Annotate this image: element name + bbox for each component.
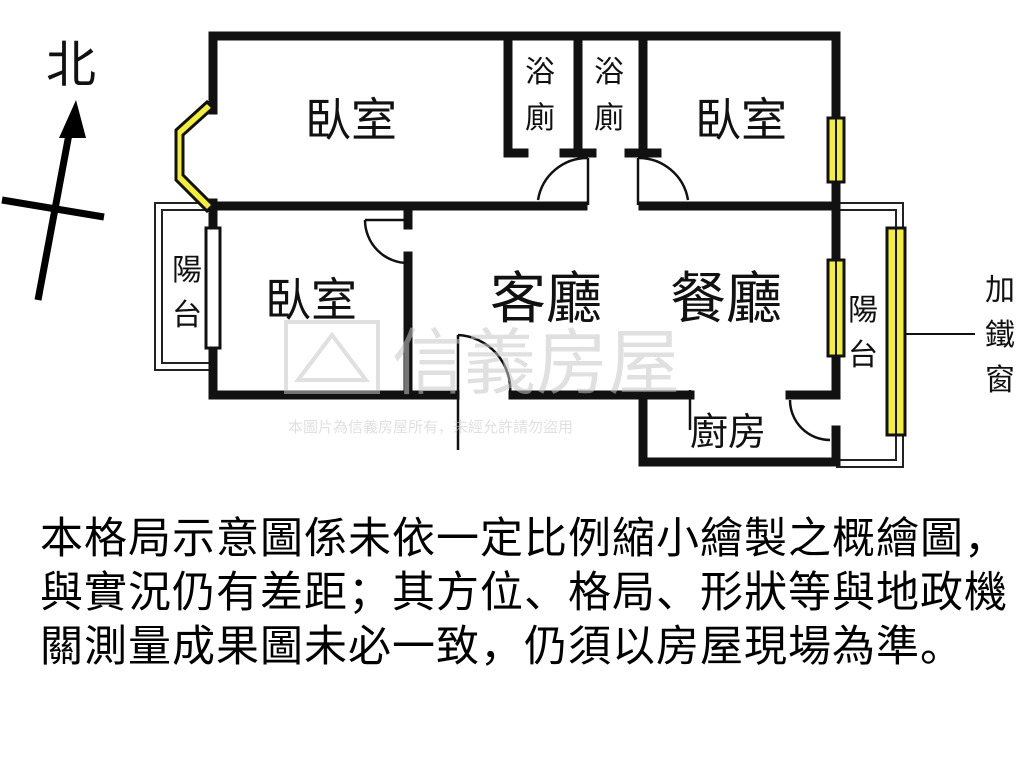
watermark-logo-icon <box>284 320 380 394</box>
iron-window-label: 加 鐵 窗 <box>985 273 1015 398</box>
room-label-balcony-right: 陽 台 <box>848 293 878 373</box>
watermark-brand: 信義房屋 <box>392 321 680 405</box>
watermark: 信義房屋 本圖片為信義房屋所有，未經允許請勿盜用 <box>284 320 680 436</box>
room-label-bath-2: 浴 廁 <box>594 55 624 136</box>
svg-text:浴: 浴 <box>525 55 555 90</box>
svg-text:廁: 廁 <box>594 101 624 136</box>
svg-text:加: 加 <box>985 273 1015 308</box>
bay-window-left <box>174 99 216 214</box>
doors <box>363 156 831 450</box>
window-lines <box>835 118 897 435</box>
watermark-caption: 本圖片為信義房屋所有，未經允許請勿盜用 <box>288 418 573 436</box>
room-label-bedroom-top-right: 臥室 <box>695 93 787 147</box>
walls <box>208 31 841 467</box>
floor-plan: 北 <box>1 31 1015 468</box>
svg-text:陽: 陽 <box>848 293 878 328</box>
svg-text:窗: 窗 <box>985 363 1015 398</box>
room-label-balcony-left: 陽 台 <box>172 253 202 333</box>
room-label-living-room: 客廳 <box>490 267 602 332</box>
compass-arrow-icon <box>1 100 105 301</box>
disclaimer-text: 本格局示意圖係未依一定比例縮小繪製之概繪圖，與實況仍有差距；其方位、格局、形狀等… <box>40 514 1008 672</box>
room-label-bedroom-top-left: 臥室 <box>305 93 397 147</box>
svg-text:台: 台 <box>848 338 878 373</box>
room-label-bedroom-bottom-left: 臥室 <box>265 273 357 327</box>
north-label: 北 <box>46 36 96 94</box>
svg-text:浴: 浴 <box>594 55 624 90</box>
svg-text:台: 台 <box>172 298 202 333</box>
room-label-bath-1: 浴 廁 <box>525 55 555 136</box>
room-label-kitchen: 廚房 <box>690 410 766 454</box>
svg-text:鐵: 鐵 <box>985 318 1015 353</box>
svg-text:陽: 陽 <box>172 253 202 288</box>
svg-text:廁: 廁 <box>525 101 555 136</box>
room-label-dining-room: 餐廳 <box>670 267 782 332</box>
